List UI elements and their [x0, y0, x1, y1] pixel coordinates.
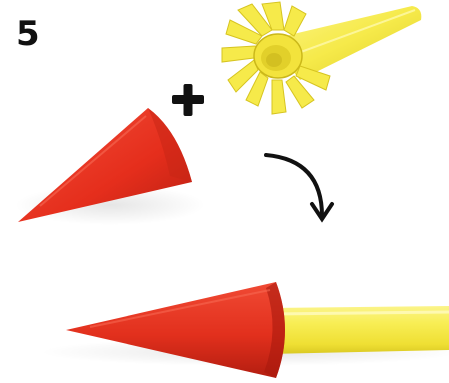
red-cone-on-tube: [66, 282, 285, 378]
plus-icon: [172, 84, 204, 116]
yellow-tube: [268, 306, 449, 354]
assembled-rocket: [40, 282, 449, 378]
yellow-flaps: [221, 1, 331, 115]
curved-arrow-down-icon: [264, 153, 334, 223]
yellow-stick-with-flaps: [221, 1, 422, 115]
step-number: 5: [16, 14, 40, 54]
red-cone: [15, 108, 205, 225]
red-cone-body: [18, 108, 192, 222]
yellow-stick-body: [268, 6, 422, 80]
